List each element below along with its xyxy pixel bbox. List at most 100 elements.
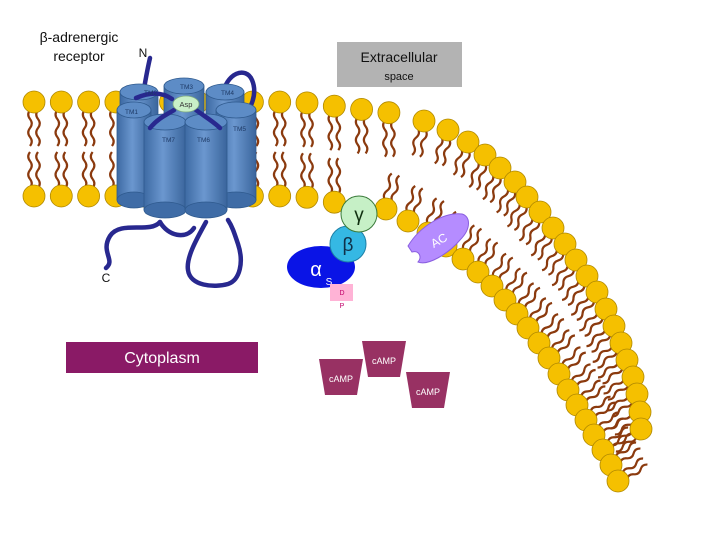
transmembrane-helix: [184, 113, 228, 219]
receptor-title-line2: receptor: [53, 48, 105, 64]
cytoplasm-label: Cytoplasm: [124, 350, 200, 367]
camp-molecules: cAMP cAMP cAMP: [319, 341, 450, 408]
lipid-head: [466, 260, 490, 284]
lipid-tail: [300, 110, 306, 148]
camp-label: cAMP: [329, 374, 353, 384]
lipid-head: [374, 197, 398, 221]
lipid-tail: [327, 157, 334, 195]
lipid-head: [473, 143, 497, 167]
lipid-head: [268, 90, 292, 114]
lipid-head: [412, 109, 436, 133]
lipid-head: [49, 184, 73, 208]
extracellular-loop: [147, 107, 177, 131]
camp-molecule: cAMP: [406, 372, 450, 408]
tm4-label: TM4: [221, 90, 234, 97]
lipid-tail: [335, 113, 342, 151]
gdp-label-p: P: [340, 303, 345, 310]
extracellular-loop: [193, 107, 223, 131]
camp-molecule: cAMP: [362, 341, 406, 377]
lipid-tail: [62, 151, 69, 189]
lipid-head: [322, 94, 346, 118]
lipid-head: [541, 216, 565, 240]
n-terminus-label: N: [139, 46, 148, 60]
tm3-label: TM3: [180, 84, 193, 91]
lipid-head: [515, 185, 539, 209]
g-protein: α S β γ D P: [287, 195, 378, 310]
cytoplasmic-loop: [157, 219, 197, 238]
lipid-tail: [280, 109, 287, 147]
alpha-label: α: [310, 259, 322, 281]
lipid-head: [77, 90, 100, 114]
lipid-tail: [280, 151, 287, 189]
lipid-tail: [335, 157, 342, 195]
tm5-label: TM5: [233, 126, 246, 133]
lipid-tail: [35, 109, 41, 147]
lipid-tail: [35, 151, 41, 189]
transmembrane-helix: [116, 101, 152, 209]
extracellular-label: Extracellular: [360, 49, 437, 65]
lipid-tail: [327, 113, 334, 151]
lipid-tail: [54, 151, 61, 189]
lipid-head: [295, 185, 319, 209]
lipid-tail: [109, 109, 115, 147]
asp-residue: [172, 95, 200, 113]
lipid-tail: [362, 116, 369, 155]
lipid-head: [396, 209, 420, 233]
lipid-head: [268, 184, 292, 208]
cytoplasm-box: Cytoplasm: [66, 342, 258, 373]
receptor-title-line1: β-adrenergic: [40, 29, 119, 45]
camp-label: cAMP: [416, 387, 440, 397]
lipid-tail: [89, 151, 96, 189]
adenylyl-cyclase: AC: [407, 213, 469, 264]
lipid-head: [528, 200, 552, 224]
gdp-label-d: D: [339, 290, 344, 297]
lipid-tail: [27, 151, 33, 189]
extracellular-loop: [133, 91, 175, 102]
lipid-head: [629, 417, 653, 441]
lipid-head: [564, 248, 588, 272]
lipid-head: [77, 184, 100, 208]
lipid-tail: [89, 109, 96, 147]
lipid-tail: [308, 110, 314, 148]
lipid-tail: [354, 116, 361, 155]
lipid-head: [553, 232, 577, 256]
beta-adrenergic-receptor: Asp TM2 TM3 TM4 TM1 TM5 TM7 TM6: [103, 55, 257, 288]
c-terminus-loop: [103, 219, 163, 271]
space-label: space: [384, 71, 413, 83]
tm7-label: TM7: [162, 137, 175, 144]
lipid-tail: [272, 109, 279, 147]
lipid-head: [377, 101, 401, 125]
alpha-subscript: S: [326, 277, 333, 288]
lipid-tail: [382, 119, 388, 158]
lipid-tail: [54, 109, 61, 147]
lipid-tail: [81, 109, 88, 147]
lipid-head: [295, 91, 319, 115]
tm6-label: TM6: [197, 137, 210, 144]
gdp-box: [330, 284, 353, 301]
cytoplasmic-loop-3: [185, 217, 243, 288]
lipid-head: [49, 90, 73, 114]
lipid-tail: [390, 119, 396, 158]
lipid-tail: [27, 109, 33, 147]
extracellular-space-box: Extracellular space: [337, 42, 462, 87]
lipid-head: [22, 90, 46, 114]
beta-label: β: [343, 235, 354, 256]
lipid-tail: [81, 151, 88, 189]
camp-molecule: cAMP: [319, 359, 363, 395]
lipid-head: [350, 97, 374, 121]
lipid-head: [488, 156, 512, 180]
asp-label: Asp: [180, 100, 193, 109]
lipid-head: [451, 247, 475, 271]
tm1-label: TM1: [125, 109, 138, 116]
camp-label: cAMP: [372, 356, 396, 366]
tm2-label: TM2: [144, 90, 157, 97]
lipid-head: [22, 184, 46, 208]
lipid-head: [606, 469, 630, 493]
lipid-tail: [308, 152, 314, 190]
lipid-tail: [62, 109, 69, 147]
lipid-head: [456, 130, 480, 154]
c-terminus-label: C: [102, 271, 111, 285]
gamma-subunit: [340, 195, 378, 233]
lipid-head: [503, 170, 527, 194]
